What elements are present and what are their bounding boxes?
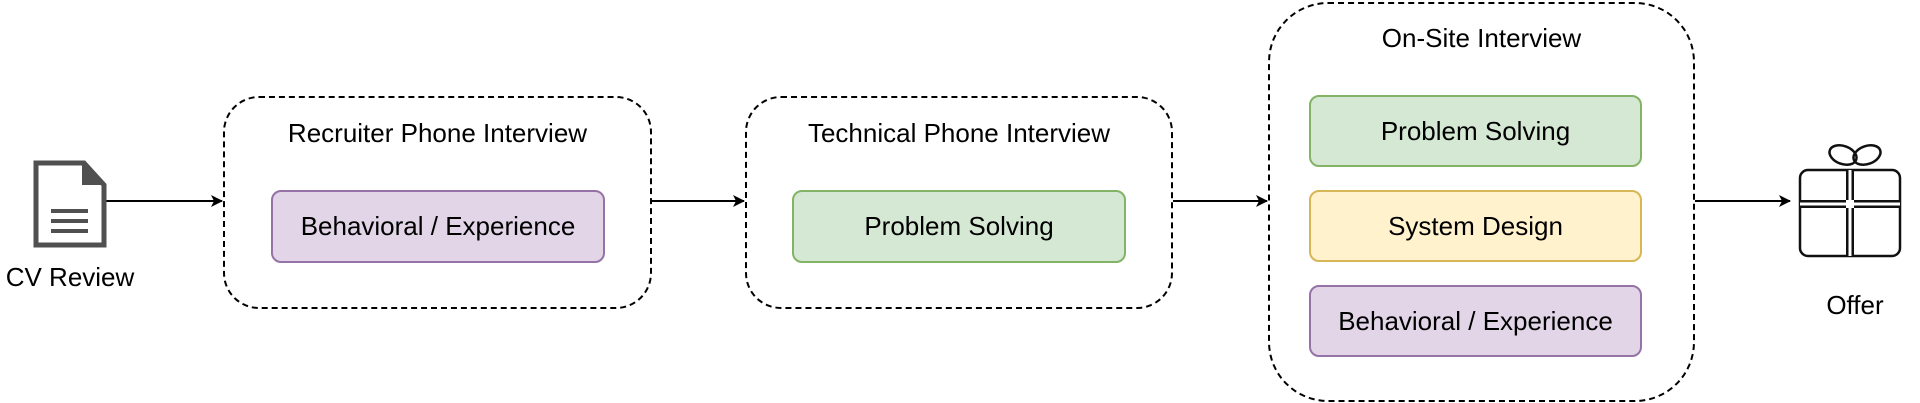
card-behavioral-experience: Behavioral / Experience <box>271 190 605 263</box>
cv-review-node: CV Review <box>0 155 140 295</box>
stage-recruiter-phone-interview: Recruiter Phone Interview <box>223 96 652 309</box>
stage-title: On-Site Interview <box>1381 23 1582 53</box>
stage-technical-phone-interview: Technical Phone Interview <box>745 96 1173 309</box>
document-icon <box>33 160 107 248</box>
card-behavioral-experience: Behavioral / Experience <box>1309 285 1642 357</box>
gift-icon <box>1798 144 1902 258</box>
offer-node: Offer <box>1790 140 1920 330</box>
stage-title: Technical Phone Interview <box>807 118 1111 148</box>
stage-on-site-interview: On-Site Interview <box>1268 2 1695 402</box>
stage-title: Recruiter Phone Interview <box>287 118 588 148</box>
card-problem-solving: Problem Solving <box>1309 95 1642 167</box>
offer-label: Offer <box>1826 290 1884 320</box>
card-system-design: System Design <box>1309 190 1642 262</box>
cv-review-label: CV Review <box>5 262 135 292</box>
card-problem-solving: Problem Solving <box>792 190 1126 263</box>
